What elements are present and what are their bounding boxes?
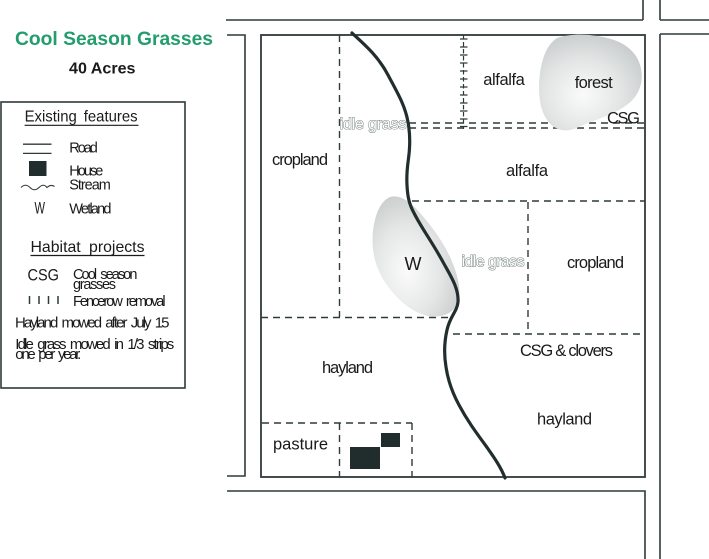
svg-text:W: W	[405, 254, 422, 274]
svg-text:Habitat projects: Habitat projects	[31, 239, 145, 256]
svg-text:grasses: grasses	[73, 277, 116, 293]
svg-text:idle grass: idle grass	[340, 116, 407, 133]
svg-text:Cool season: Cool season	[73, 267, 137, 283]
svg-text:CSG: CSG	[28, 267, 60, 285]
svg-text:House: House	[69, 163, 103, 179]
svg-text:hayland: hayland	[322, 359, 373, 377]
svg-text:alfalfa: alfalfa	[506, 162, 549, 180]
svg-text:one per year.: one per year.	[15, 346, 81, 363]
svg-text:cropland: cropland	[567, 254, 624, 272]
svg-text:CSG: CSG	[607, 110, 640, 128]
svg-text:40 Acres: 40 Acres	[69, 61, 136, 78]
svg-text:Wetland: Wetland	[69, 201, 111, 217]
svg-text:W: W	[35, 200, 46, 218]
svg-text:idle grass: idle grass	[462, 254, 525, 271]
svg-text:Cool Season Grasses: Cool Season Grasses	[15, 29, 213, 50]
svg-text:hayland: hayland	[537, 411, 592, 429]
svg-text:Hayland mowed after July 15: Hayland mowed after July 15	[15, 315, 170, 332]
svg-text:Idle grass mowed in 1/3 strips: Idle grass mowed in 1/3 strips	[15, 336, 174, 353]
svg-text:cropland: cropland	[272, 151, 328, 169]
svg-text:Stream: Stream	[69, 178, 111, 194]
svg-text:Existing features: Existing features	[25, 109, 138, 126]
svg-text:Road: Road	[69, 141, 98, 157]
svg-text:forest: forest	[575, 74, 613, 92]
svg-text:CSG & clovers: CSG & clovers	[520, 342, 613, 360]
svg-text:Fencerow removal: Fencerow removal	[73, 294, 166, 310]
svg-text:pasture: pasture	[273, 436, 328, 454]
svg-text:alfalfa: alfalfa	[483, 71, 525, 89]
